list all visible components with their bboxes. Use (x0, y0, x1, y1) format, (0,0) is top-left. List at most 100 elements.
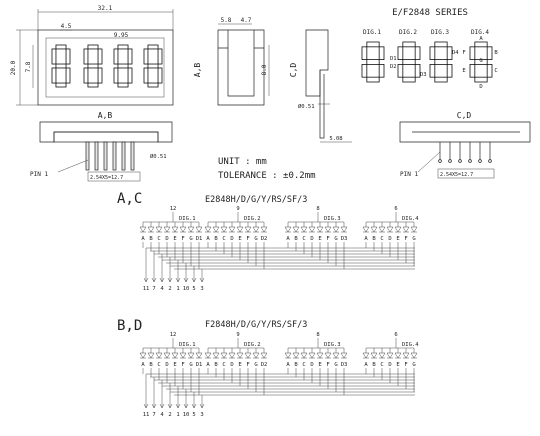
segment-pin-label: B (372, 362, 376, 368)
common-pin-label: 6 (394, 206, 397, 212)
colon-label-d2: D2 (390, 64, 397, 70)
segment-pin-label: C (157, 236, 160, 242)
front-digit-4-segment-a (147, 44, 159, 50)
top-digit-4-segment-b (486, 46, 493, 60)
pin-number-label: 5 (192, 286, 195, 292)
segment-pin-label: G (412, 236, 415, 242)
top-digit-4-segment-d (474, 76, 488, 83)
bottom-ab-pin (85, 141, 90, 171)
unit-text: UNIT : mm (218, 157, 267, 167)
led-diode (195, 226, 203, 233)
top-digit-2-segment-a (402, 41, 416, 48)
led-diode (228, 352, 236, 359)
led-diode (284, 352, 292, 359)
led-diode (163, 226, 171, 233)
common-pin-label: 6 (394, 332, 397, 338)
led-diode (332, 352, 340, 359)
pin-number-label: 1 (176, 286, 179, 292)
schematic-digit-label: DIG.1 (179, 342, 196, 348)
common-pin-label: 9 (236, 206, 239, 212)
digit-label-3: DIG.3 (431, 29, 449, 36)
front-digit-4-segment-b (157, 48, 163, 65)
bottom-ab-pin (94, 141, 99, 171)
led-diode (402, 226, 410, 233)
led-diode (386, 226, 394, 233)
front-digit-3-segment-b (127, 48, 133, 65)
led-diode (220, 226, 228, 233)
digit-width-label: 4.5 (61, 23, 72, 30)
segment-pin-label: E (318, 362, 321, 368)
segment-pin-label: B (294, 362, 298, 368)
common-pin-label: 12 (170, 332, 177, 338)
top-digit-1-segment-e (361, 64, 368, 78)
side-cd-pin-dia: Ø0.51 (298, 103, 315, 110)
top-digit-1-segment-g (366, 59, 380, 65)
digit-pitch-label: 9.95 (114, 32, 129, 39)
pin-number-label: 11 (143, 286, 150, 292)
pin-dia-ab-label: Ø0.51 (150, 153, 167, 160)
digit-label-4: DIG.4 (471, 29, 489, 36)
pin-arrow (183, 403, 189, 409)
pin-number-label: 7 (152, 286, 155, 292)
segment-pin-label: B (372, 236, 376, 242)
led-diode (163, 352, 171, 359)
pin-number-label: 1 (176, 412, 179, 418)
total-width-label: 32.1 (98, 5, 113, 12)
segment-pin-label: B (149, 362, 153, 368)
pin-arrow (151, 277, 157, 283)
segment-pin-label: G (189, 362, 192, 368)
led-diode (292, 352, 300, 359)
led-diode (147, 226, 155, 233)
led-diode (316, 226, 324, 233)
colon-label-d3: D3 (420, 72, 427, 78)
front-digit-2 (83, 44, 103, 88)
schematic-bd-letter: B,D (117, 318, 142, 334)
side-cd-label: C,D (289, 63, 298, 78)
front-view-window (45, 37, 165, 98)
front-digit-1-segment-f (51, 48, 57, 65)
led-diode (187, 226, 195, 233)
depth-cd-label: 8.0 (261, 64, 268, 75)
schematic-digit-label: DIG.3 (324, 216, 341, 222)
led-diode (220, 352, 228, 359)
digit-label-2: DIG.2 (399, 29, 417, 36)
segment-pin-label: A (286, 236, 290, 242)
top-digit-4-segment-e (469, 64, 476, 78)
segment-pin-label: D3 (341, 236, 348, 242)
segment-pin-label: D (230, 236, 233, 242)
segment-legend-e: E (462, 68, 465, 74)
segment-pin-label: G (254, 362, 257, 368)
segment-pin-label: F (246, 236, 249, 242)
pin-number-label: 3 (200, 286, 203, 292)
front-digit-1-segment-g (55, 63, 67, 69)
bottom-view-ab: A,B PIN 1 2.54X5=12.7 Ø0.51 (30, 111, 173, 182)
digit-height-label: 7.8 (25, 61, 32, 72)
led-diode (362, 352, 370, 359)
top-digit-2-segment-b (414, 46, 421, 60)
pin-dim-ab-label: 2.54X5=12.7 (90, 175, 123, 181)
top-digit-1-segment-b (378, 46, 385, 60)
led-diode (362, 226, 370, 233)
segment-pin-label: D (165, 362, 168, 368)
top-digit-1-segment-a (366, 41, 380, 48)
top-digit-3-segment-c (446, 64, 453, 78)
led-diode (324, 352, 332, 359)
pin-number-label: 4 (160, 286, 164, 292)
segment-pin-label: D (310, 236, 313, 242)
bottom-cd-body (399, 121, 531, 143)
led-diode (171, 352, 179, 359)
segment-pin-label: F (404, 362, 407, 368)
side-ab-label: A,B (193, 63, 202, 78)
front-digit-2-segment-g (87, 63, 99, 69)
top-digit-3-segment-b (446, 46, 453, 60)
top-digit-4 (469, 41, 493, 83)
led-diode (386, 352, 394, 359)
front-view-body (37, 29, 174, 106)
top-digit-3-segment-d (434, 76, 448, 83)
segment-legend-b: B (494, 50, 498, 56)
schematic-digit-label: DIG.1 (179, 216, 196, 222)
segment-pin-label: A (141, 362, 145, 368)
bottom-ab-pin (112, 141, 117, 171)
top-digit-3-segment-f (429, 46, 436, 60)
